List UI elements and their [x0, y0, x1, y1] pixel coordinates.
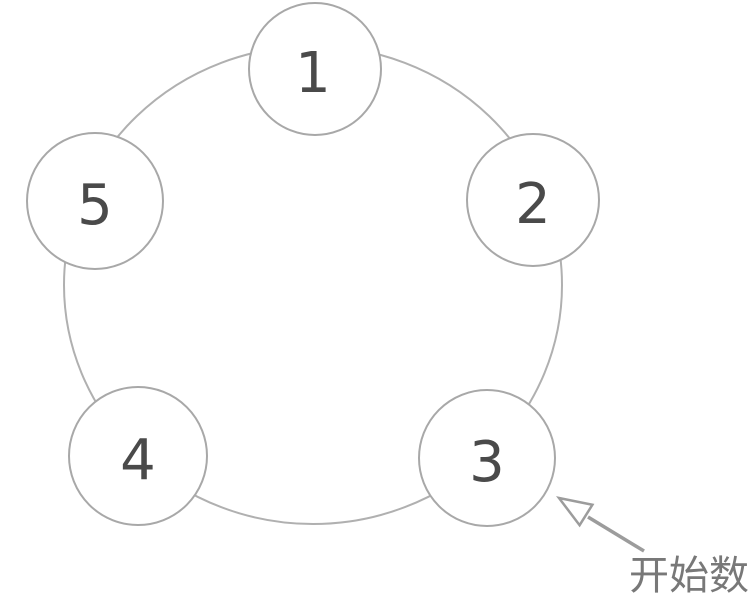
- node-circle-2: [466, 133, 600, 267]
- node-label-4: 4: [120, 428, 156, 493]
- node-label-2: 2: [515, 172, 551, 237]
- node-label-3: 3: [469, 430, 505, 495]
- node-4: 4: [68, 386, 208, 526]
- start-arrow: [556, 496, 645, 553]
- node-circle-5: [26, 132, 164, 270]
- arrow-shaft: [587, 515, 645, 553]
- node-circle-1: [248, 2, 382, 136]
- node-label-1: 1: [295, 41, 331, 106]
- node-5: 5: [26, 132, 164, 270]
- node-1: 1: [248, 2, 382, 136]
- node-circle-3: [418, 389, 556, 527]
- node-3: 3: [418, 389, 556, 527]
- arrow-head-icon: [556, 496, 595, 528]
- start-counting-label: 开始数: [629, 553, 749, 599]
- node-label-5: 5: [77, 173, 113, 238]
- node-circle-4: [68, 386, 208, 526]
- node-2: 2: [466, 133, 600, 267]
